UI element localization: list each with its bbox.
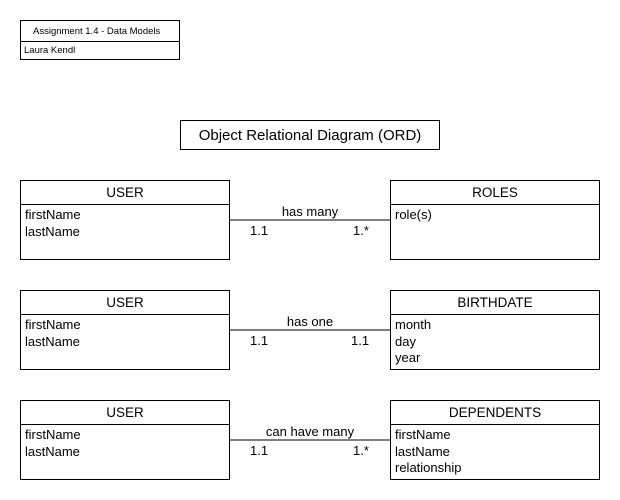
entity-user-1: USER firstName lastName [20, 180, 230, 260]
right-multiplicity: 1.* [353, 223, 369, 238]
assignment-info-box: Assignment 1.4 - Data Models Laura Kendl [20, 20, 180, 60]
attribute: firstName [25, 207, 81, 222]
entity-title: ROLES [391, 181, 599, 205]
entity-attributes: firstName lastName [21, 425, 229, 460]
attribute: relationship [395, 460, 462, 475]
entity-attributes: role(s) [391, 205, 599, 224]
entity-attributes: month day year [391, 315, 599, 367]
attribute: lastName [25, 223, 80, 239]
attribute: lastName [395, 443, 450, 459]
entity-user-3: USER firstName lastName [20, 400, 230, 480]
attribute: day [395, 333, 416, 349]
left-multiplicity: 1.1 [250, 223, 269, 238]
assignment-title: Assignment 1.4 - Data Models [21, 21, 179, 42]
author-name: Laura Kendl [24, 45, 76, 56]
attribute: lastName [25, 443, 80, 459]
entity-user-2: USER firstName lastName [20, 290, 230, 370]
entity-attributes: firstName lastName [21, 205, 229, 240]
entity-title: DEPENDENTS [391, 401, 599, 425]
attribute: month [395, 317, 432, 332]
left-multiplicity: 1.1 [250, 333, 269, 348]
diagram-title: Object Relational Diagram (ORD) [180, 120, 440, 150]
right-multiplicity: 1.1 [351, 333, 370, 348]
entity-title: BIRTHDATE [391, 291, 599, 315]
attribute: year [395, 350, 421, 365]
attribute: firstName [25, 317, 81, 332]
entity-attributes: firstName lastName relationship [391, 425, 599, 477]
attribute: firstName [395, 427, 451, 442]
relationship-label: has many [281, 204, 339, 219]
entity-dependents: DEPENDENTS firstName lastName relationsh… [390, 400, 600, 480]
attribute: firstName [25, 427, 81, 442]
entity-roles: ROLES role(s) [390, 180, 600, 260]
entity-attributes: firstName lastName [21, 315, 229, 350]
relationship-label: can have many [265, 424, 355, 439]
attribute: role(s) [395, 207, 432, 222]
relationship-label: has one [286, 314, 334, 329]
attribute: lastName [25, 333, 80, 349]
entity-title: USER [21, 401, 229, 425]
right-multiplicity: 1.* [353, 443, 369, 458]
left-multiplicity: 1.1 [250, 443, 269, 458]
entity-birthdate: BIRTHDATE month day year [390, 290, 600, 370]
entity-title: USER [21, 181, 229, 205]
entity-title: USER [21, 291, 229, 315]
